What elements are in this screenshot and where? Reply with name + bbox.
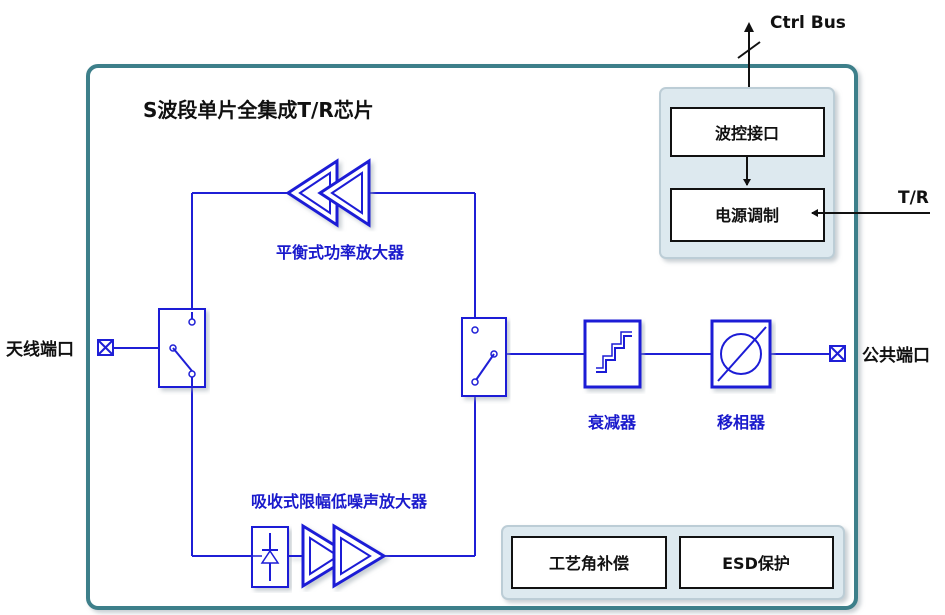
tr-label: T/R	[898, 188, 929, 208]
esd-box	[679, 536, 834, 589]
left-tr-switch	[158, 308, 206, 388]
power-amplifier-icon	[285, 158, 371, 228]
wave-control-label: 波控接口	[715, 124, 779, 143]
chip-title: S波段单片全集成T/R芯片	[143, 98, 374, 122]
attenuator-icon	[583, 319, 642, 389]
power-modulation-box	[670, 188, 825, 242]
common-port-icon	[829, 345, 846, 362]
ctrl-bus-label: Ctrl Bus	[770, 13, 846, 33]
process-comp-box	[511, 536, 667, 589]
esd-label: ESD保护	[722, 554, 790, 573]
antenna-port-icon	[97, 339, 114, 356]
right-tr-switch	[461, 317, 507, 397]
lna-label: 吸收式限幅低噪声放大器	[251, 492, 428, 511]
low-noise-amplifier-icon	[288, 523, 387, 589]
signal-wiring	[113, 192, 830, 557]
power-amplifier-label: 平衡式功率放大器	[276, 243, 405, 262]
limiter-icon	[251, 526, 289, 588]
process-comp-label: 工艺角补偿	[549, 554, 629, 573]
common-port-label: 公共端口	[862, 345, 930, 366]
phase-shifter-label: 移相器	[717, 413, 766, 432]
attenuator-label: 衰减器	[587, 413, 637, 432]
power-modulation-label: 电源调制	[715, 206, 779, 225]
wave-control-box	[670, 107, 825, 157]
antenna-port-label: 天线端口	[6, 339, 74, 360]
phase-shifter-icon	[710, 319, 772, 389]
